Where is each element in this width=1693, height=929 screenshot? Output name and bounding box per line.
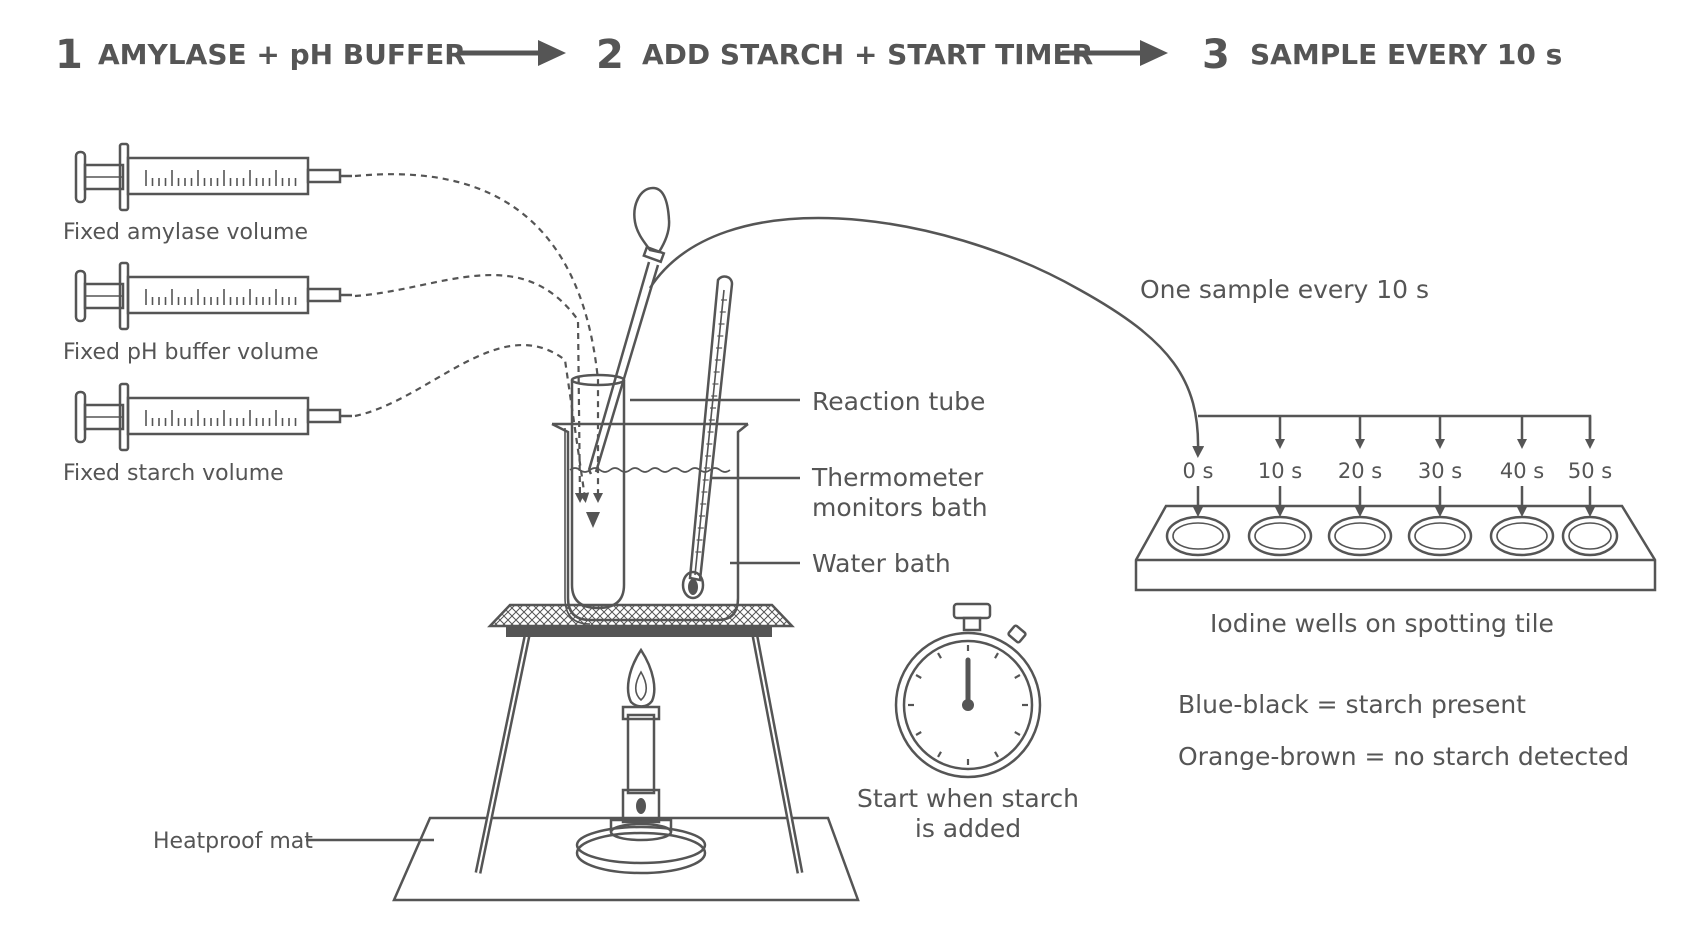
well-outer (1165, 515, 1231, 557)
step-3-label: SAMPLE EVERY 10 s (1250, 38, 1562, 71)
water-bath-beaker (551, 422, 749, 625)
well-outer (1489, 515, 1555, 557)
well-time-label: 50 s (1568, 459, 1612, 483)
key-line-no-starch: Orange-brown = no starch detected (1178, 742, 1629, 771)
spotting-tile-label: Iodine wells on spotting tile (1210, 609, 1554, 638)
syringe-ph-buffer-label: Fixed pH buffer volume (63, 340, 319, 365)
apparatus-labels: Reaction tube Thermometer monitors bath … (630, 387, 988, 578)
step-1-number: 1 (55, 32, 83, 78)
step-2-label: ADD STARCH + START TIMER (642, 38, 1093, 71)
colour-key: Blue-black = starch present Orange-brown… (1178, 690, 1629, 771)
step-arrow-2-icon (1062, 40, 1168, 66)
well-time-label: 20 s (1338, 459, 1382, 483)
stopwatch-icon: Start when starch is added (857, 602, 1079, 843)
drop-arrow-icon (586, 512, 600, 528)
step-2-number: 2 (596, 32, 624, 78)
syringe-icon (74, 142, 352, 212)
water-bath-label: Water bath (812, 549, 951, 578)
iodine-well: 30 s (1407, 416, 1473, 557)
well-outer (1561, 515, 1619, 557)
iodine-well: 50 s (1561, 416, 1619, 557)
syringe-amylase: Fixed amylase volume (63, 142, 352, 245)
iodine-well: 40 s (1489, 416, 1555, 557)
iodine-well: 20 s (1327, 416, 1393, 557)
iodine-well: 0 s (1165, 459, 1231, 557)
well-inner (1172, 522, 1224, 550)
key-line-starch-present: Blue-black = starch present (1178, 690, 1526, 719)
reaction-tube-label: Reaction tube (812, 387, 985, 416)
syringe-starch-label: Fixed starch volume (63, 461, 284, 486)
well-inner (1254, 522, 1306, 550)
well-time-label: 40 s (1500, 459, 1544, 483)
syringe-icon (74, 261, 352, 331)
well-inner (1496, 522, 1548, 550)
well-inner (1568, 522, 1612, 550)
stopwatch-label-line1: Start when starch (857, 784, 1079, 813)
starch-path (354, 344, 590, 503)
pipette-icon (587, 186, 671, 475)
well-time-label: 30 s (1418, 459, 1462, 483)
syringe-ph-buffer: Fixed pH buffer volume (63, 261, 352, 365)
wire-gauze (487, 603, 795, 628)
step-1-label: AMYLASE + pH BUFFER (98, 38, 466, 71)
buffer-path (354, 274, 585, 503)
syringe-icon (74, 382, 352, 452)
spotting-tile: 0 s 10 s 20 s 30 s 40 s 50 s Iodine wells on … (1134, 414, 1657, 638)
step-3-number: 3 (1202, 32, 1230, 78)
syringe-dashed-paths (354, 173, 603, 528)
bunsen-burner-icon (575, 647, 707, 875)
syringe-amylase-label: Fixed amylase volume (63, 220, 308, 245)
heatproof-mat-label: Heatproof mat (153, 829, 313, 854)
step-header: 1 AMYLASE + pH BUFFER 2 ADD STARCH + STA… (55, 32, 1562, 78)
well-outer (1327, 515, 1393, 557)
heatproof-mat: Heatproof mat (153, 816, 860, 902)
well-inner (1414, 522, 1466, 550)
sampling-arrow-label: One sample every 10 s (1140, 275, 1429, 304)
thermometer-label-line2: monitors bath (812, 493, 988, 522)
well-outer (1247, 515, 1313, 557)
flame-icon (626, 647, 656, 708)
sampling-arrow: One sample every 10 s (648, 216, 1429, 458)
well-inner (1334, 522, 1386, 550)
thermometer-label-line1: Thermometer (811, 463, 984, 492)
step-arrow-1-icon (458, 40, 566, 66)
well-time-label: 10 s (1258, 459, 1302, 483)
amylase-path (354, 173, 603, 503)
syringe-starch: Fixed starch volume (63, 382, 352, 486)
iodine-well: 10 s (1247, 416, 1313, 557)
well-time-label: 0 s (1183, 459, 1214, 483)
stopwatch-label-line2: is added (915, 814, 1021, 843)
well-outer (1407, 515, 1473, 557)
thermometer-icon (681, 275, 734, 600)
